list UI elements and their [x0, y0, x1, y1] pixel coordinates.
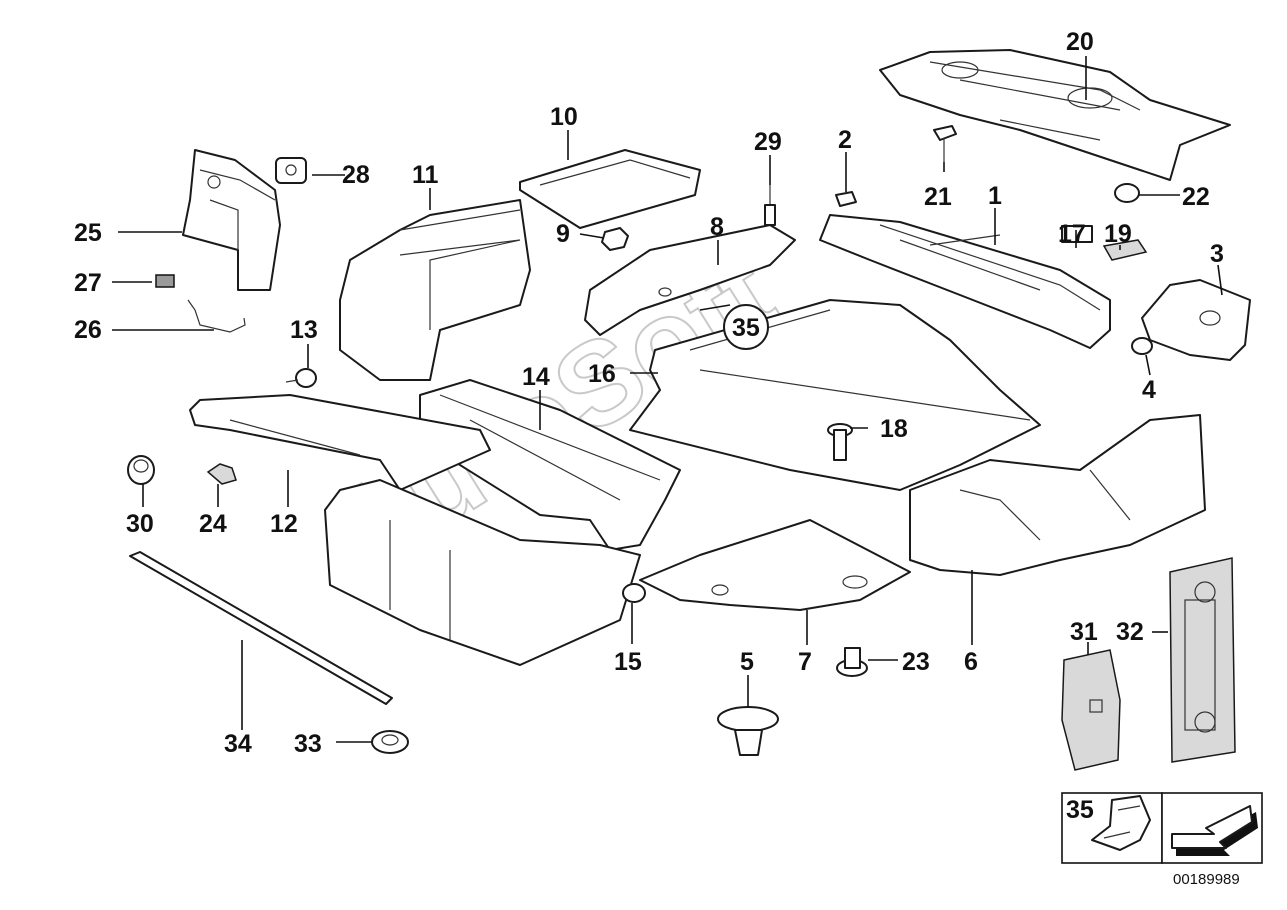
- part-19-clip: [1102, 239, 1148, 261]
- callout-17: 17: [1058, 220, 1086, 248]
- callout-27: 27: [74, 269, 102, 297]
- part-28-clip: [275, 157, 307, 184]
- part-27-connector: [155, 274, 175, 288]
- part-18-bolt: [827, 423, 853, 461]
- part-rear-floor-section: [324, 479, 641, 666]
- part-30-grommet: [127, 455, 155, 485]
- part-8-mounting-rail: [584, 224, 796, 336]
- part-26-wire-bracket: [187, 299, 246, 333]
- part-32-block: [1169, 557, 1236, 763]
- part-29-bolt: [764, 185, 776, 226]
- part-5-plug-cap: [717, 706, 779, 756]
- part-4-plug: [1131, 337, 1153, 355]
- part-21-clip: [933, 125, 957, 162]
- part-23-spacer: [836, 647, 868, 677]
- part-20-rear-panel-trim: [879, 49, 1231, 181]
- callout-29: 29: [754, 128, 782, 156]
- callout-9: 9: [556, 220, 570, 248]
- callout-4: 4: [1142, 376, 1156, 404]
- part-22-screw: [1114, 183, 1140, 203]
- callout-20: 20: [1066, 28, 1094, 56]
- callout-5: 5: [740, 648, 754, 676]
- legend-box: 35: [1061, 792, 1263, 864]
- part-35-callout-ring: [723, 304, 769, 350]
- callout-8: 8: [710, 213, 724, 241]
- callout-19: 19: [1104, 220, 1132, 248]
- callout-34: 34: [224, 730, 252, 758]
- part-31-tool-bag: [1061, 649, 1121, 771]
- callout-25: 25: [74, 219, 102, 247]
- part-14-trunk-wall: [419, 379, 681, 551]
- callout-10: 10: [550, 103, 578, 131]
- part-3-corner-cover: [1141, 279, 1251, 361]
- callout-labels: 20 21 22 10 29 2 1 17 19 3 4 11 8 9 25 2…: [74, 28, 1224, 758]
- part-1-rear-panel-cover: [819, 214, 1111, 349]
- callout-3: 3: [1210, 240, 1224, 268]
- part-2-pin: [835, 191, 857, 207]
- part-9-nut: [601, 227, 629, 251]
- leader-lines: [112, 56, 1223, 743]
- callout-16: 16: [588, 360, 616, 388]
- callout-31: 31: [1070, 618, 1098, 646]
- callout-18: 18: [880, 415, 908, 443]
- part-33-grommet: [371, 730, 409, 754]
- callout-13: 13: [290, 316, 318, 344]
- part-13-screw: [285, 368, 317, 388]
- legend-label-35: 35: [1066, 796, 1094, 824]
- callout-7: 7: [798, 648, 812, 676]
- callout-11: 11: [412, 161, 439, 189]
- part-15-screw: [622, 583, 646, 603]
- callout-2: 2: [838, 126, 852, 154]
- part-24-cap: [206, 463, 237, 485]
- callout-21: 21: [924, 183, 952, 211]
- part-25-bracket-housing: [182, 149, 281, 291]
- callout-1: 1: [988, 182, 1002, 210]
- part-7-floor-plate: [639, 519, 911, 611]
- callout-22: 22: [1182, 183, 1210, 211]
- callout-28: 28: [342, 161, 370, 189]
- document-number: 00189989: [1173, 871, 1240, 888]
- callout-12: 12: [270, 510, 298, 538]
- callout-14: 14: [522, 363, 550, 391]
- part-17-block: [1061, 225, 1093, 243]
- callout-15: 15: [614, 648, 642, 676]
- part-10-cover-panel: [519, 149, 701, 229]
- part-11-side-trim: [339, 199, 531, 381]
- callout-35: 35: [732, 314, 760, 342]
- callout-30: 30: [126, 510, 154, 538]
- part-34-strap: [129, 551, 393, 705]
- callout-26: 26: [74, 316, 102, 344]
- callout-24: 24: [199, 510, 227, 538]
- arrow-icon: [1171, 805, 1258, 856]
- part-12-side-trim: [189, 394, 491, 491]
- clip-icon: [1091, 795, 1151, 851]
- callout-6: 6: [964, 648, 978, 676]
- callout-23: 23: [902, 648, 930, 676]
- callout-32: 32: [1116, 618, 1144, 646]
- callout-33: 33: [294, 730, 322, 758]
- part-6-right-trunk-wall: [909, 414, 1206, 576]
